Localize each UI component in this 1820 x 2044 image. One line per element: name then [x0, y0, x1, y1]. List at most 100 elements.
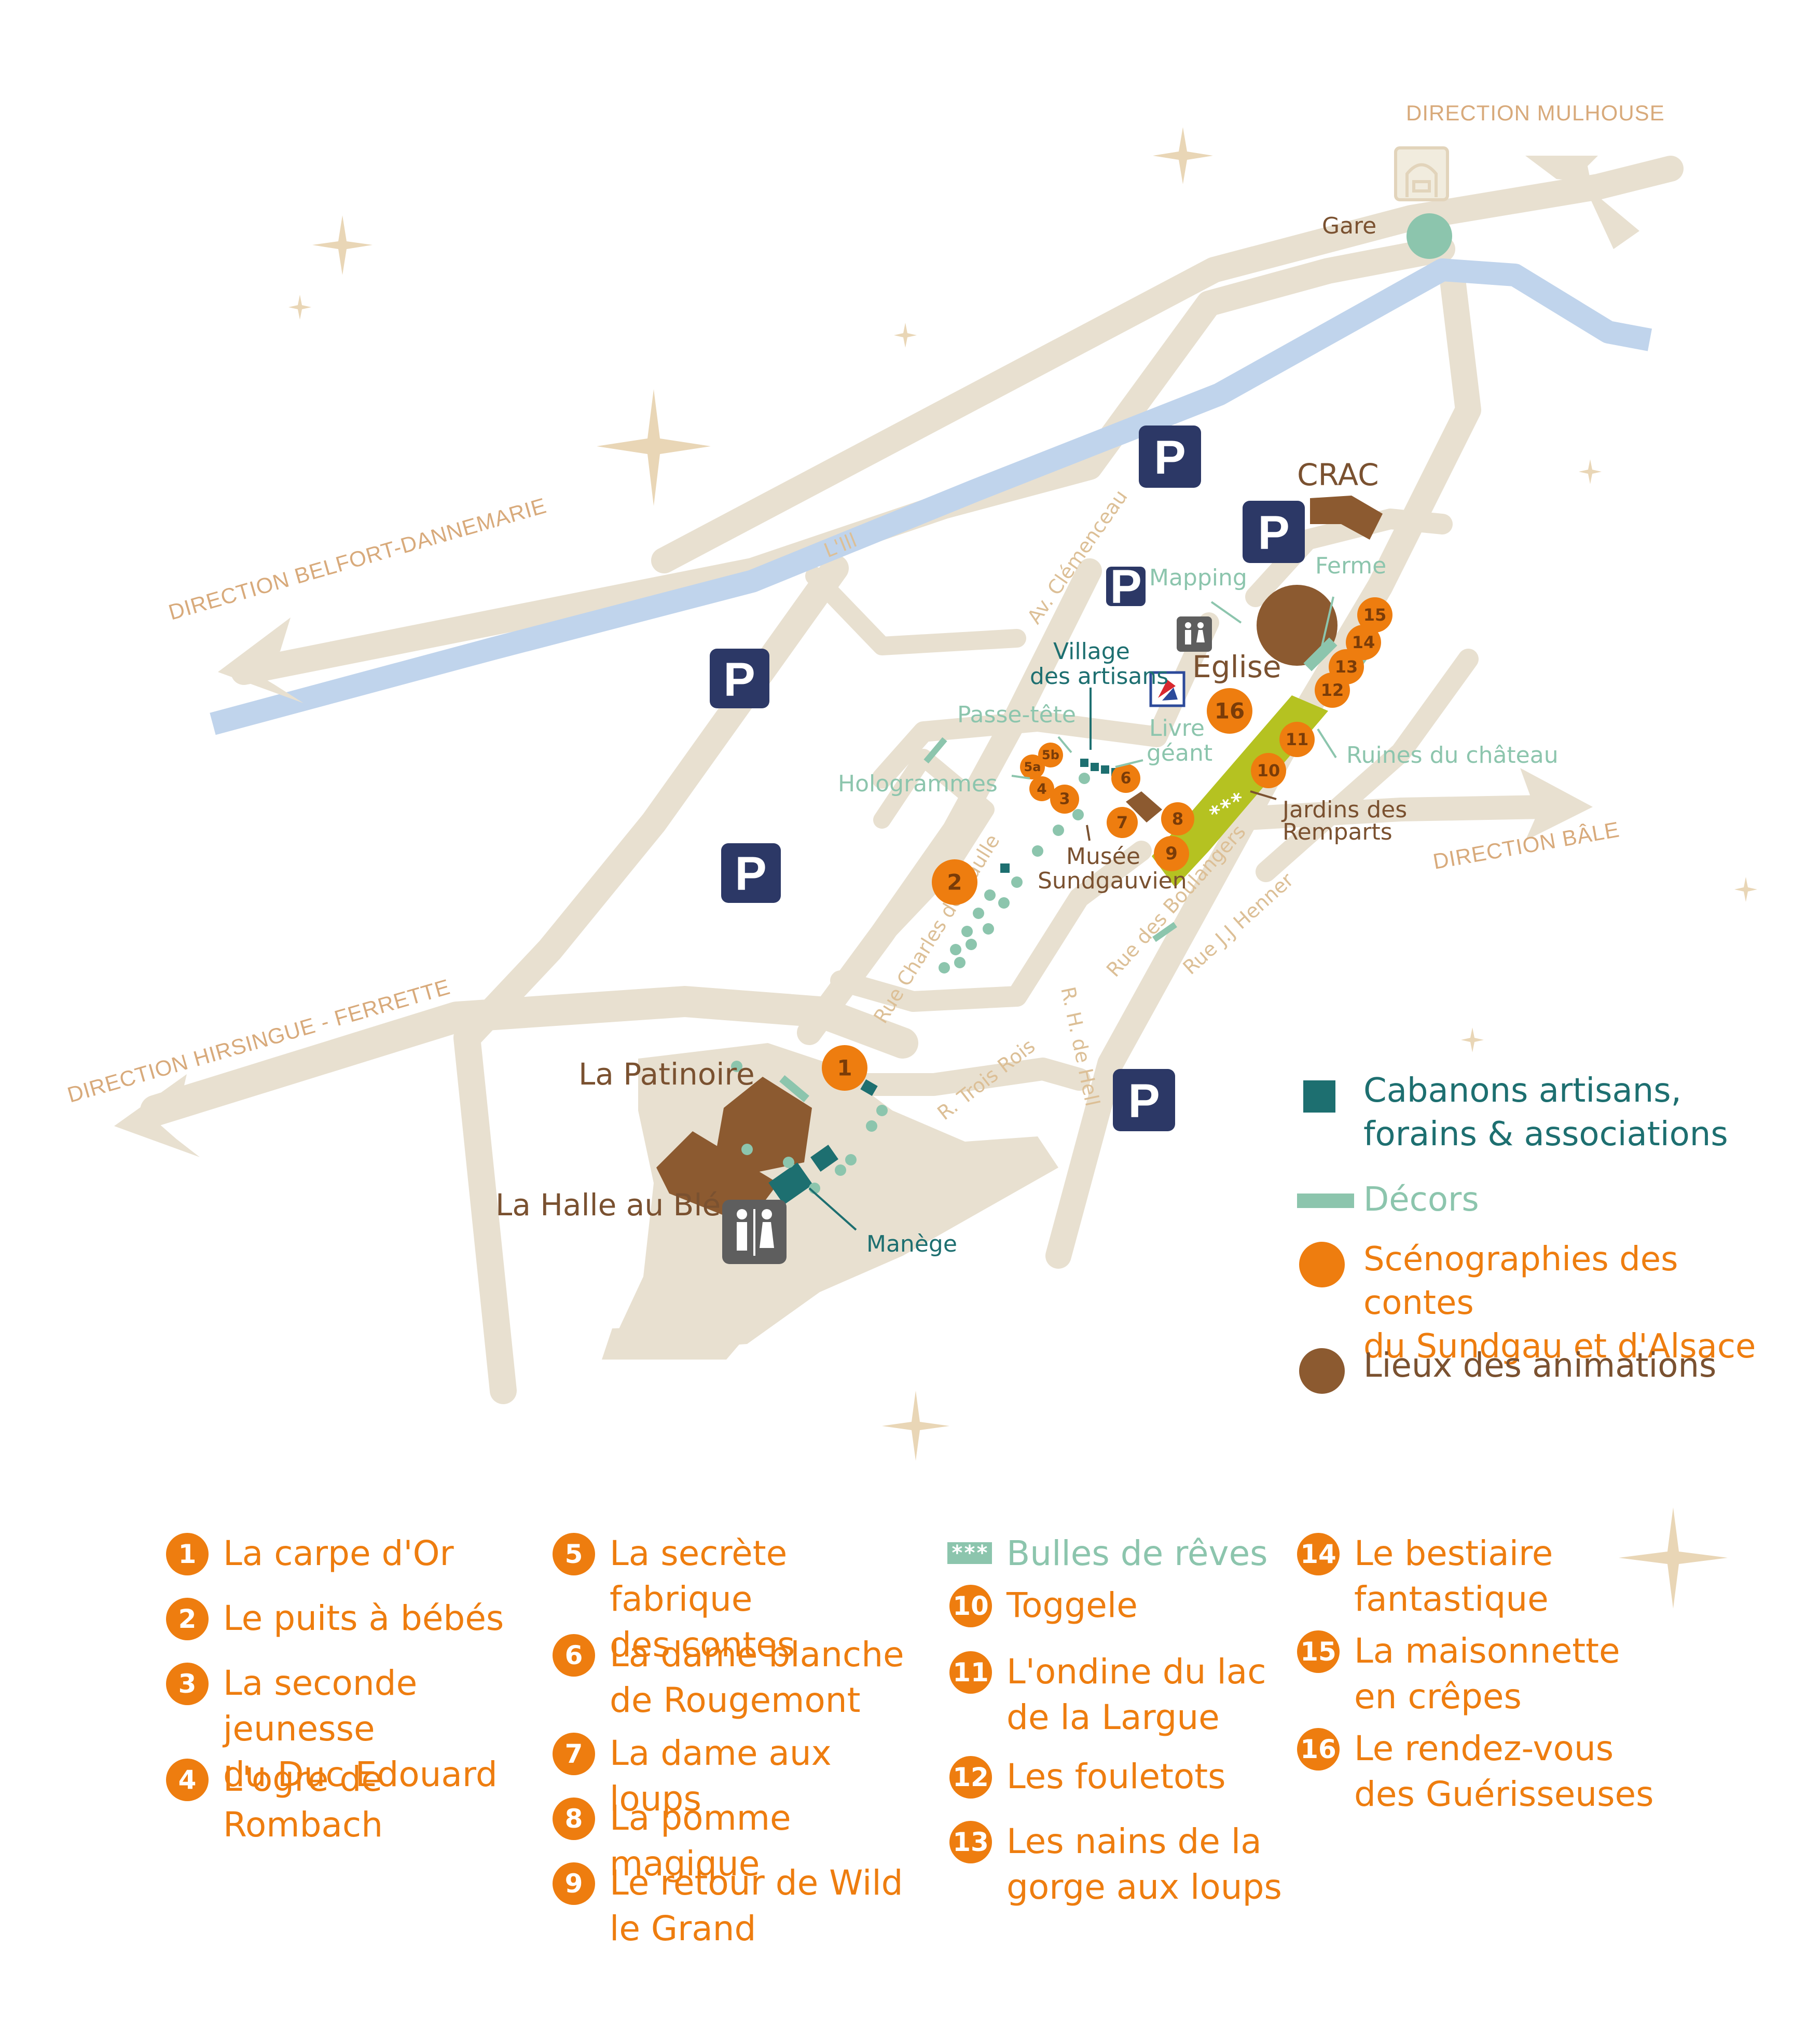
story-title: Le rendez-vous des Guérisseuses: [1354, 1729, 1654, 1814]
decor-swatch-icon: [1297, 1194, 1354, 1208]
label-passe-tete: Passe-tête: [957, 702, 1076, 728]
story-title: La dame blanche de Rougemont: [610, 1635, 904, 1720]
star-icon: [597, 389, 711, 506]
decor: [1152, 922, 1177, 942]
story-number: 7: [553, 1733, 595, 1775]
direction-mulhouse: DIRECTION MULHOUSE: [1406, 101, 1665, 125]
svg-text:3: 3: [1059, 790, 1070, 808]
label-musee-2: Sundgauvien: [1038, 868, 1187, 894]
svg-text:13: 13: [1335, 657, 1358, 677]
station-point: [1407, 213, 1452, 259]
path-dots: [731, 773, 1090, 1194]
story-number: 2: [166, 1598, 209, 1640]
story-number: 11: [949, 1651, 992, 1694]
river-ill: [210, 258, 1652, 735]
story-title: La pomme magique: [610, 1798, 791, 1884]
story-number: 8: [553, 1798, 595, 1840]
parking-icon: P: [735, 847, 766, 900]
star-icon: [882, 1391, 949, 1461]
direction-belfort: DIRECTION BELFORT-DANNEMARIE: [166, 493, 549, 624]
map-marker-2: 2: [932, 859, 977, 905]
svg-text:11: 11: [1286, 730, 1309, 749]
parking-icon: P: [723, 653, 755, 706]
label-jardins-1: Jardins des: [1281, 797, 1407, 823]
legend-lieux-text: Lieux des animations: [1363, 1347, 1717, 1385]
svg-text:9: 9: [1165, 843, 1178, 864]
toilets-south: [722, 1200, 787, 1264]
svg-text:1: 1: [837, 1055, 852, 1081]
arrow-belfort-icon: [218, 618, 304, 703]
story-number: 9: [553, 1862, 595, 1905]
map-marker-11: 11: [1279, 722, 1315, 757]
parking-icon: P: [1154, 431, 1185, 484]
story-number: 5: [553, 1533, 595, 1575]
story-title: La secrète fabrique des contes: [610, 1533, 795, 1665]
label-ferme: Ferme: [1315, 553, 1386, 579]
decor: [1303, 637, 1338, 671]
star-icon: [1461, 1027, 1484, 1052]
label-halle: La Halle au Blé: [495, 1187, 721, 1223]
star-icon: [1619, 1507, 1728, 1609]
map-marker-5a: 5a: [1020, 755, 1045, 779]
svg-text:16: 16: [1215, 698, 1245, 724]
star-icon: [288, 295, 311, 320]
parking-icon: P: [1128, 1075, 1160, 1128]
story-item: 8 La pomme magique: [553, 1795, 916, 1899]
svg-text:14: 14: [1352, 633, 1375, 652]
legend-scenographies-text: Scénographies des contes du Sundgau et d…: [1363, 1240, 1756, 1366]
story-number: 13: [949, 1821, 992, 1863]
story-title: Toggele: [1006, 1585, 1138, 1625]
story-number: 3: [166, 1663, 209, 1705]
bubbles-icon: ***: [947, 1542, 992, 1564]
star-icon: [312, 215, 373, 275]
eglise-building: [1257, 585, 1338, 666]
musee-building: [1126, 791, 1162, 822]
cabanon: [860, 1079, 878, 1096]
map-marker-16: 16: [1207, 688, 1252, 734]
story-number: 1: [166, 1533, 209, 1575]
road-hirsingue: [140, 986, 918, 1126]
parking-sign: P: [1113, 1069, 1175, 1131]
animation-swatch-icon: [1299, 1348, 1345, 1394]
parking-icon: P: [1258, 506, 1289, 559]
cabanons: [768, 759, 1120, 1205]
label-ruines: Ruines du château: [1346, 742, 1559, 769]
cabanon: [1000, 863, 1010, 873]
label-village-2: des artisans: [1030, 663, 1168, 690]
svg-text:8: 8: [1172, 809, 1183, 829]
story-number: 14: [1297, 1533, 1340, 1575]
decor: [779, 1075, 809, 1103]
star-icon: [894, 323, 917, 348]
map-marker-10: 10: [1251, 753, 1286, 788]
map-marker-4: 4: [1029, 776, 1054, 801]
road-south-tail: [602, 1323, 757, 1360]
story-item: 5 La secrète fabrique des contes: [553, 1531, 916, 1665]
story-item: 7 La dame aux loups: [553, 1731, 916, 1834]
road-west-vertical: [453, 555, 849, 1404]
story-title: La dame aux loups: [610, 1733, 832, 1819]
town-square: [607, 1043, 1058, 1354]
road-north-link: [1245, 509, 1453, 607]
svg-text:5b: 5b: [1042, 748, 1059, 762]
story-number: 16: [1297, 1728, 1340, 1771]
tourist-info: [1149, 671, 1185, 707]
cabanon: [1080, 759, 1088, 767]
crac-building: [1310, 496, 1383, 540]
story-title: Les fouletots: [1006, 1757, 1226, 1796]
map-marker-6: 6: [1111, 764, 1140, 793]
svg-text:2: 2: [947, 870, 962, 895]
parking-sign: P: [1243, 501, 1305, 563]
street-h-de-hell: R. H. de Hell: [1056, 985, 1104, 1108]
map-marker-5b: 5b: [1038, 743, 1063, 767]
svg-text:7: 7: [1116, 813, 1128, 832]
